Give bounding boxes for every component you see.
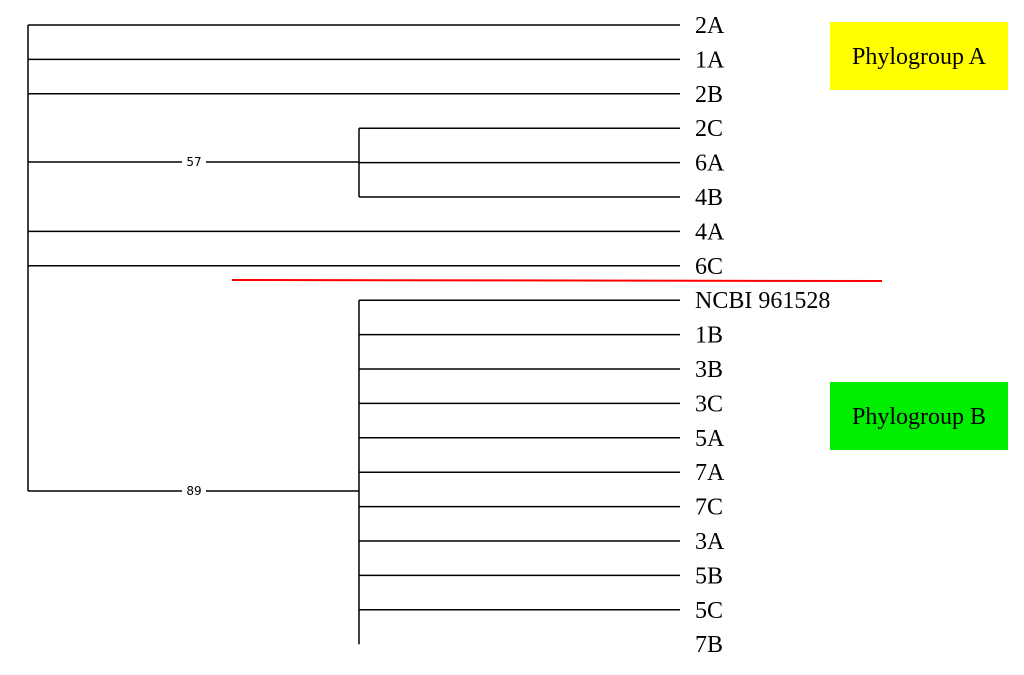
leaf-label: 7C [695, 495, 723, 521]
leaf-label: 6C [695, 254, 723, 280]
leaf-label: 4B [695, 185, 723, 211]
leaf-label: 7A [695, 460, 725, 486]
tree-branches [27, 24, 680, 645]
leaf-label: 2C [695, 116, 723, 142]
leaf-label: 7B [695, 632, 723, 658]
leaf-label: 5C [695, 598, 723, 624]
tree-support-values: 57 89 [182, 155, 206, 498]
leaf-label: 5A [695, 426, 725, 452]
phylogroup-a-label: Phylogroup A [852, 44, 987, 70]
leaf-label: 3A [695, 529, 725, 555]
phylogroup-divider-line [231, 279, 883, 282]
leaf-label: 3B [695, 357, 723, 383]
leaf-label: 4A [695, 219, 725, 245]
leaf-label: 3C [695, 391, 723, 417]
leaf-label: 5B [695, 563, 723, 589]
leaf-label: 2B [695, 82, 723, 108]
bootstrap-label-background [182, 485, 206, 497]
leaf-label: 2A [695, 13, 725, 39]
phylogroup-b-box: Phylogroup B [830, 382, 1008, 450]
leaf-label: NCBI 961528 [695, 288, 830, 314]
bootstrap-support-value: 89 [186, 484, 201, 498]
bootstrap-support-value: 57 [186, 155, 201, 169]
leaf-label: 1B [695, 323, 723, 349]
tree-leaf-labels: 2A 1A 2B 2C 6A 4B 4A 6C NCBI 961528 1B 3B 3C 5A 7A 7C 3… [695, 13, 830, 658]
bootstrap-label-background [182, 156, 206, 168]
phylogroup-b-label: Phylogroup B [852, 404, 986, 430]
leaf-label: 6A [695, 151, 725, 177]
leaf-label: 1A [695, 47, 725, 73]
phylogroup-a-box: Phylogroup A [830, 22, 1008, 90]
